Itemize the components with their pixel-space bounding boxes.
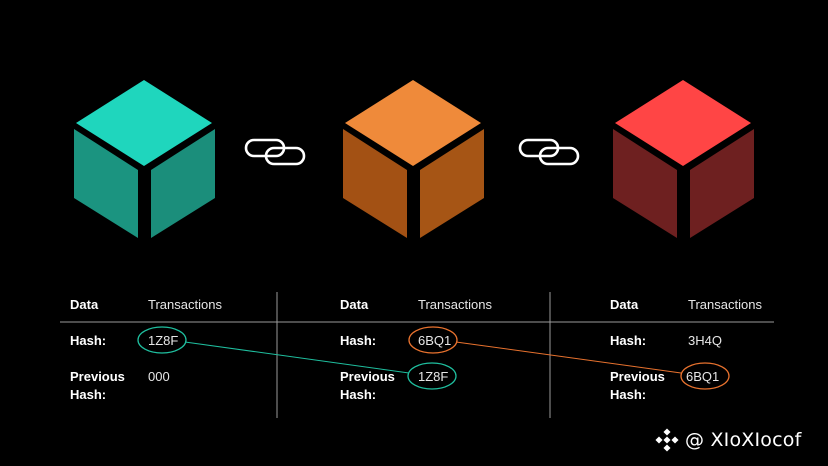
block-1-data-value: Transactions (148, 297, 222, 312)
block-2-prev-label-2: Hash: (340, 387, 377, 402)
block-3-hash-value: 3H4Q (688, 333, 722, 348)
prev-hash-highlight-2 (407, 362, 457, 390)
hash-link-teal (184, 341, 410, 374)
block-1-data-label: Data (70, 297, 99, 312)
hash-highlight-2 (408, 326, 458, 354)
block-1-hash-value: 1Z8F (148, 333, 179, 348)
block-3-prev-value: 6BQ1 (686, 369, 720, 384)
block-1-prev-value: 000 (148, 369, 170, 384)
block-2-cube-top (345, 80, 481, 166)
block-2-hash-label: Hash: (340, 333, 377, 348)
block-1-hash-label: Hash: (70, 333, 107, 348)
block-2-data-label: Data (340, 297, 369, 312)
block-1-cube-right (151, 129, 215, 238)
block-3-cube-top (615, 80, 751, 166)
prev-hash-highlight-3 (680, 362, 730, 390)
watermark-text: @ XIoXIocof (685, 429, 802, 451)
binance-logo-icon (655, 428, 679, 452)
chain-link-icon (244, 138, 306, 166)
block-1-cube-left (74, 129, 138, 238)
block-3-cube (613, 80, 754, 238)
block-2-prev-value: 1Z8F (418, 369, 449, 384)
block-1-cube (74, 80, 215, 238)
block-2-cube-right (420, 129, 484, 238)
block-3-data-value: Transactions (688, 297, 762, 312)
hash-link-orange (455, 341, 682, 374)
block-3-hash-label: Hash: (610, 333, 647, 348)
block-1-prev-label: Previous (70, 369, 125, 384)
block-3-data-label: Data (610, 297, 639, 312)
watermark: @ XIoXIocof (655, 426, 802, 454)
chain-link-icon (518, 138, 580, 166)
block-3-cube-left (613, 129, 677, 238)
block-2-hash-value: 6BQ1 (418, 333, 452, 348)
hash-highlight-1 (137, 326, 187, 354)
block-2-prev-label: Previous (340, 369, 395, 384)
block-3-prev-label-2: Hash: (610, 387, 647, 402)
block-1-cube-top (76, 80, 212, 166)
block-2-data-value: Transactions (418, 297, 492, 312)
block-1-prev-label-2: Hash: (70, 387, 107, 402)
block-3-cube-right (690, 129, 754, 238)
block-2-cube-left (343, 129, 407, 238)
block-2-cube (343, 80, 484, 238)
block-3-prev-label: Previous (610, 369, 665, 384)
